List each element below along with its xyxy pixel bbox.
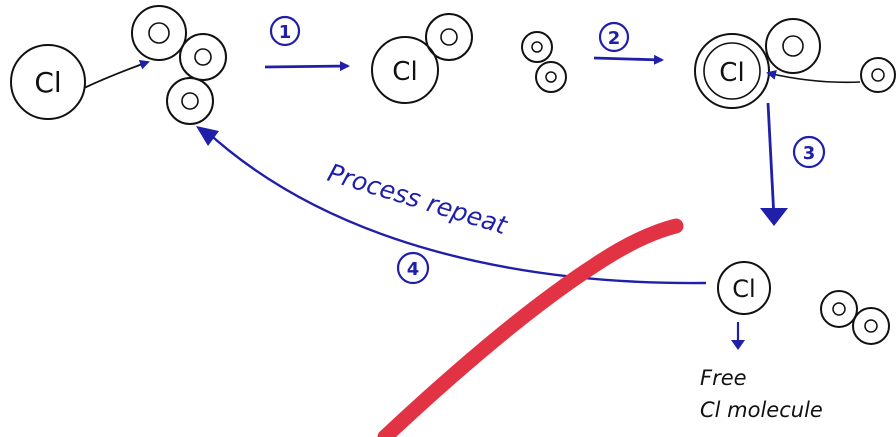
step-3-badge: 3	[792, 135, 826, 169]
free-oxygen-atom	[860, 57, 896, 93]
step-1-badge: 1	[269, 15, 301, 47]
o2-molecule	[820, 290, 890, 345]
o2-molecule	[521, 31, 567, 93]
step-1-label: 1	[279, 22, 292, 43]
oxygen-atom	[131, 5, 187, 61]
free-cl-pointer-arrowhead	[731, 340, 745, 350]
free-label: Free	[700, 366, 747, 390]
oxygen-atom	[535, 61, 567, 93]
oxygen-atom	[820, 290, 858, 328]
step-4-badge: 4	[396, 251, 430, 285]
step-2-arrow	[593, 54, 664, 65]
cl-atom-label: Cl	[719, 58, 744, 88]
step-4-label: 4	[407, 259, 420, 280]
step-3-arrow	[766, 102, 776, 219]
step-4-arrowhead	[196, 126, 219, 146]
oxygen-atom	[425, 13, 473, 61]
oxygen-approach-arrow	[766, 69, 861, 84]
cl-atom-label: Cl	[392, 57, 417, 87]
cl-atom-label: Cl	[34, 66, 61, 99]
cl-atom: Cl	[371, 36, 439, 104]
clo-molecule: Cl	[371, 13, 473, 104]
oxygen-atom	[179, 33, 227, 81]
step-2-badge: 2	[598, 21, 630, 53]
cl-atom: Cl	[694, 33, 770, 109]
clo-molecule: Cl	[694, 18, 821, 109]
process-repeat-label: Process repeat	[324, 158, 511, 240]
oxygen-atom	[765, 18, 821, 74]
cl-atom-label: Cl	[732, 275, 755, 303]
ozone-molecule	[131, 5, 227, 125]
step-3-label: 3	[803, 143, 816, 164]
cl-molecule-label: Cl molecule	[700, 398, 823, 422]
red-annotation-stroke	[377, 218, 684, 437]
approach-arrow	[83, 60, 150, 89]
step-1-arrow	[264, 61, 350, 72]
oxygen-atom	[852, 307, 890, 345]
step-2-label: 2	[608, 28, 621, 49]
step-3-arrowhead	[760, 208, 788, 226]
cl-atom-free: Cl	[717, 261, 771, 315]
cl-atom-initial: Cl	[10, 44, 86, 120]
oxygen-atom	[166, 77, 214, 125]
oxygen-atom	[521, 31, 553, 63]
step-4-arrow	[204, 129, 707, 285]
